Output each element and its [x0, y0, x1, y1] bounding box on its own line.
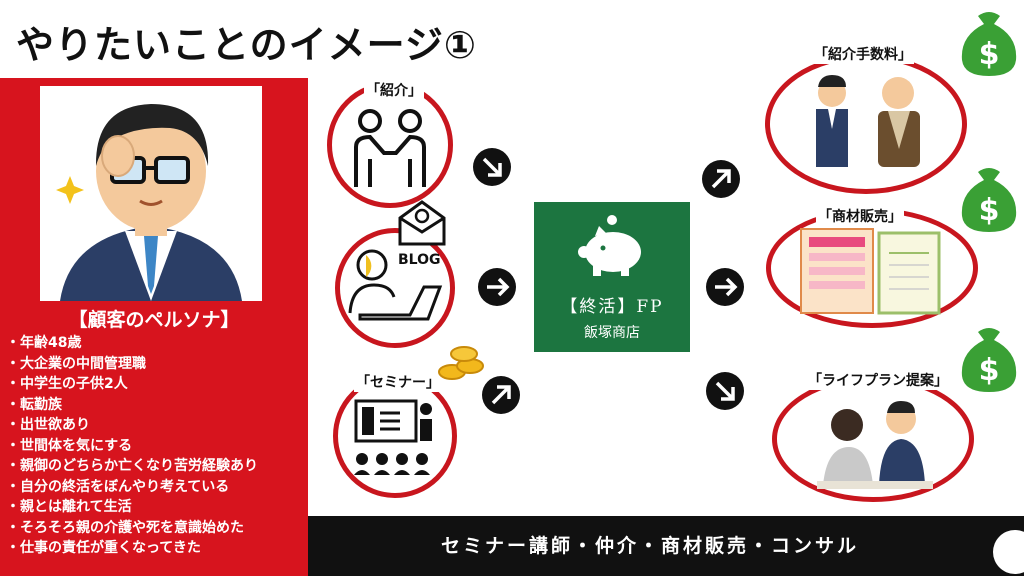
output-label-lifeplan: 「ライフプラン提案」 [806, 370, 950, 390]
money-bag-icon: $ [961, 12, 1017, 76]
persona-item: 転勤族 [6, 395, 258, 416]
arrow-right-icon [478, 268, 516, 306]
seminar-icon [354, 399, 432, 475]
persona-list: 年齢48歳 大企業の中間管理職 中学生の子供2人 転勤族 出世欲あり 世間体を気… [6, 333, 258, 559]
persona-item: 親とは離れて生活 [6, 497, 258, 518]
input-circle-blog [335, 228, 455, 348]
center-title: 【終活】FP [560, 297, 664, 317]
product-sales-icon [800, 228, 941, 315]
handshake-icon [354, 109, 426, 187]
svg-text:$: $ [979, 353, 1000, 388]
persona-item: 世間体を気にする [6, 436, 258, 457]
persona-item: 自分の終活をぼんやり考えている [6, 477, 258, 498]
svg-text:$: $ [979, 37, 1000, 72]
persona-heading: 【顧客のペルソナ】 [68, 309, 240, 331]
center-subtitle: 飯塚商店 [584, 325, 640, 341]
bottom-bar [308, 516, 1024, 576]
output-circle-product-sales [766, 208, 978, 328]
arrow-down-right-icon [473, 148, 511, 186]
piggy-bank-icon [578, 215, 641, 276]
center-service-box: 【終活】FP 飯塚商店 [534, 202, 690, 352]
persona-item: 大企業の中間管理職 [6, 354, 258, 375]
output-label-product-sales: 「商材販売」 [816, 206, 904, 226]
output-label-referral-fee: 「紹介手数料」 [812, 44, 914, 64]
arrow-up-right-icon [702, 160, 740, 198]
bottom-bar-text: セミナー講師・仲介・商材販売・コンサル [440, 535, 859, 557]
arrow-up-right-icon [482, 376, 520, 414]
input-label-seminar: 「セミナー」 [354, 372, 442, 392]
persona-item: 仕事の責任が重くなってきた [6, 538, 258, 559]
input-label-referral: 「紹介」 [364, 80, 424, 100]
referral-fee-icon [816, 75, 920, 167]
money-bag-icon: $ [961, 168, 1017, 232]
lifeplan-proposal-icon [817, 401, 933, 489]
svg-text:$: $ [979, 193, 1000, 228]
coins-icon [438, 346, 484, 380]
persona-illustration [40, 86, 262, 301]
input-label-blog: BLOG [398, 252, 441, 268]
output-circle-lifeplan [772, 376, 974, 502]
input-circle-seminar [333, 374, 457, 498]
persona-item: 親御のどちらか亡くなり苦労経験あり [6, 456, 258, 477]
persona-item: 年齢48歳 [6, 333, 258, 354]
email-icon [398, 200, 446, 246]
money-bag-icon: $ [961, 328, 1017, 392]
bottom-dot [993, 530, 1024, 574]
persona-item: そろそろ親の介護や死を意識始めた [6, 518, 258, 539]
arrow-down-right-icon [706, 372, 744, 410]
blog-icon [348, 249, 443, 321]
persona-item: 出世欲あり [6, 415, 258, 436]
input-circle-referral [327, 82, 453, 208]
arrow-right-icon [706, 268, 744, 306]
persona-item: 中学生の子供2人 [6, 374, 258, 395]
output-circle-referral-fee [765, 54, 967, 194]
page-title: やりたいことのイメージ① [16, 23, 478, 67]
